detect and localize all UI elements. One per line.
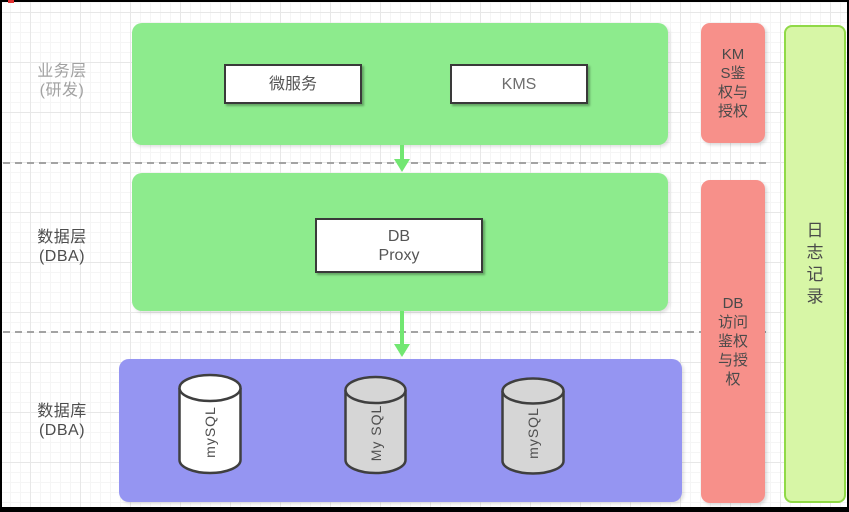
db-access-auth-sidebar[interactable]: DB 访问 鉴权 与授 权 [701,180,765,503]
arrow-down-icon [394,344,410,357]
screen-edge-right [847,0,849,512]
arrow-down-icon [394,159,410,172]
database-cylinder-icon [178,373,242,475]
cylinder-label: My SQL [367,404,384,461]
layer-separator-1 [3,162,770,164]
cylinder-label: mySQL [525,407,541,460]
mysql-cylinder-1[interactable]: mySQL [177,373,243,476]
arrow-shaft [400,145,404,161]
database-cylinder-icon [344,375,407,475]
screen-edge-bottom [0,507,849,512]
logging-sidebar[interactable]: 日 志 记 录 [784,25,846,503]
layer-label-data[interactable]: 数据层 (DBA) [37,229,87,265]
mysql-cylinder-3[interactable]: mySQL [500,377,566,476]
red-marker [8,0,14,3]
arrow-shaft [400,311,404,345]
database-cylinder-icon [501,377,565,475]
layer-separator-2 [3,331,770,333]
kms-node[interactable]: KMS [450,64,588,104]
db-proxy-node[interactable]: DB Proxy [315,218,483,273]
kms-auth-sidebar[interactable]: KM S鉴 权与 授权 [701,23,765,143]
cylinder-label: mySQL [202,405,218,458]
layer-label-business[interactable]: 业务层 (研发) [37,63,87,99]
microservice-node[interactable]: 微服务 [224,64,362,104]
layer-label-database[interactable]: 数据库 (DBA) [37,403,87,439]
screen-edge-left [0,0,2,512]
screen-edge-top [0,0,849,2]
mysql-cylinder-2[interactable]: My SQL [343,375,408,476]
